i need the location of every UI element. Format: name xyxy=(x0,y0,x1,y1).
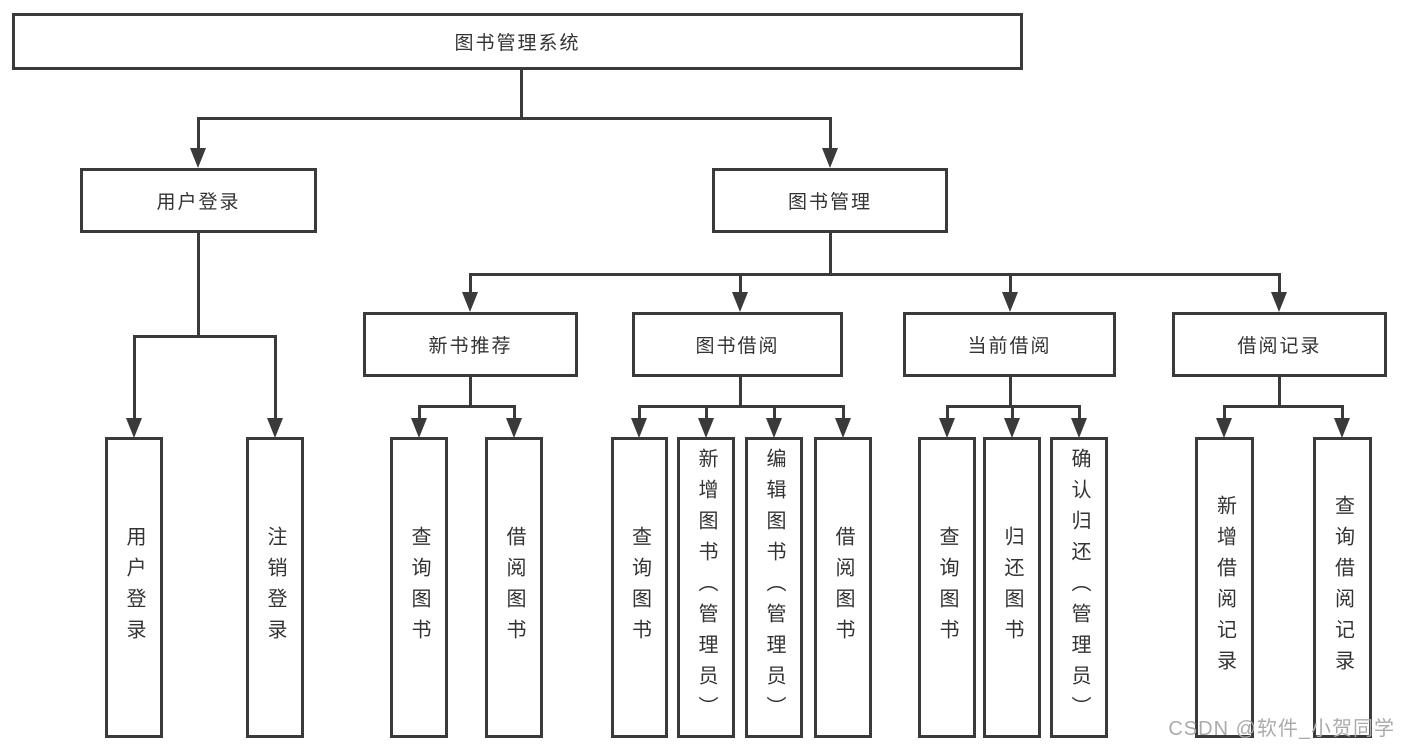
leaf-borrow-books-recommend: 借阅图书 xyxy=(485,437,543,738)
connector-line xyxy=(1222,405,1226,421)
leaf-borrow-books-borrowing: 借阅图书 xyxy=(814,437,872,738)
node-book-management-label: 图书管理 xyxy=(787,192,872,213)
arrow-down-icon xyxy=(1216,418,1232,438)
connector-line xyxy=(273,335,277,421)
leaf-user-login-label: 用户登录 xyxy=(123,525,145,650)
leaf-add-borrow-record-label: 新增借阅记录 xyxy=(1213,494,1236,681)
leaf-edit-book-admin-label: 编辑图书（管理员） xyxy=(763,448,785,727)
connector-line xyxy=(1277,273,1281,295)
arrow-down-icon xyxy=(631,418,647,438)
leaf-add-borrow-record: 新增借阅记录 xyxy=(1195,437,1254,738)
connector-line xyxy=(196,117,832,120)
leaf-query-borrow-record-label: 查询借阅记录 xyxy=(1331,494,1354,681)
node-book-borrowing: 图书借阅 xyxy=(632,312,843,377)
leaf-user-login: 用户登录 xyxy=(105,437,163,738)
node-book-borrowing-label: 图书借阅 xyxy=(695,336,780,357)
leaf-confirm-return-admin-label: 确认归还（管理员） xyxy=(1068,448,1090,727)
leaf-query-borrow-record: 查询借阅记录 xyxy=(1313,437,1372,738)
connector-line xyxy=(738,273,742,295)
node-root-label: 图书管理系统 xyxy=(454,33,581,54)
arrow-down-icon xyxy=(766,418,782,438)
node-root: 图书管理系统 xyxy=(12,13,1023,70)
arrow-down-icon xyxy=(411,418,427,438)
leaf-confirm-return-admin: 确认归还（管理员） xyxy=(1050,437,1108,738)
arrow-down-icon xyxy=(462,292,478,312)
connector-line xyxy=(519,70,523,117)
arrow-down-icon xyxy=(732,292,748,312)
connector-line xyxy=(417,405,421,421)
leaf-query-books-recommend: 查询图书 xyxy=(390,437,448,738)
connector-line xyxy=(637,405,641,421)
leaf-query-books-recommend-label: 查询图书 xyxy=(408,525,430,650)
arrow-down-icon xyxy=(1004,418,1020,438)
arrow-down-icon xyxy=(835,418,851,438)
connector-line xyxy=(738,377,742,407)
connector-line xyxy=(468,273,472,295)
connector-line xyxy=(841,405,845,421)
arrow-down-icon xyxy=(190,148,206,168)
leaf-return-books-label: 归还图书 xyxy=(1001,525,1023,650)
connector-line xyxy=(945,405,949,421)
arrow-down-icon xyxy=(939,418,955,438)
leaf-add-book-admin: 新增图书（管理员） xyxy=(677,437,735,738)
node-new-book-recommend: 新书推荐 xyxy=(363,312,578,377)
node-book-management: 图书管理 xyxy=(712,168,948,233)
node-current-borrowing: 当前借阅 xyxy=(903,312,1116,377)
leaf-query-books-borrowing-label: 查询图书 xyxy=(628,525,651,650)
arrow-down-icon xyxy=(1002,292,1018,312)
leaf-logout: 注销登录 xyxy=(246,437,304,738)
arrow-down-icon xyxy=(698,418,714,438)
leaf-logout-label: 注销登录 xyxy=(264,525,286,650)
arrow-down-icon xyxy=(267,418,283,438)
connector-line xyxy=(1008,273,1012,295)
leaf-edit-book-admin: 编辑图书（管理员） xyxy=(745,437,803,738)
connector-line xyxy=(1222,405,1344,408)
leaf-borrow-books-borrowing-label: 借阅图书 xyxy=(832,525,854,650)
arrow-down-icon xyxy=(126,418,142,438)
arrow-down-icon xyxy=(1071,418,1087,438)
leaf-borrow-books-recommend-label: 借阅图书 xyxy=(503,525,525,650)
connector-line xyxy=(1277,377,1281,407)
connector-line xyxy=(468,273,1281,276)
arrow-down-icon xyxy=(506,418,522,438)
arrow-down-icon xyxy=(1271,292,1287,312)
connector-line xyxy=(1077,405,1081,421)
node-borrowing-records-label: 借阅记录 xyxy=(1237,336,1322,357)
connector-line xyxy=(512,405,516,421)
connector-line xyxy=(196,117,200,151)
leaf-return-books: 归还图书 xyxy=(983,437,1041,738)
connector-line xyxy=(637,405,845,408)
connector-line xyxy=(704,405,708,421)
arrow-down-icon xyxy=(822,148,838,168)
connector-line xyxy=(828,117,832,151)
node-borrowing-records: 借阅记录 xyxy=(1172,312,1387,377)
connector-line xyxy=(828,233,832,273)
connector-line xyxy=(1008,377,1012,407)
connector-line xyxy=(772,405,776,421)
node-user-login: 用户登录 xyxy=(80,168,317,233)
connector-line xyxy=(468,377,472,407)
connector-line xyxy=(132,335,136,421)
watermark: CSDN @软件_小贺同学 xyxy=(1168,718,1395,740)
connector-line xyxy=(1010,405,1014,421)
connector-line xyxy=(132,335,277,338)
leaf-query-books-borrowing: 查询图书 xyxy=(611,437,668,738)
connector-line xyxy=(196,233,200,335)
connector-line xyxy=(1340,405,1344,421)
connector-line xyxy=(417,405,516,408)
leaf-add-book-admin-label: 新增图书（管理员） xyxy=(695,448,717,727)
node-new-book-recommend-label: 新书推荐 xyxy=(428,336,513,357)
node-user-login-label: 用户登录 xyxy=(156,192,241,213)
arrow-down-icon xyxy=(1334,418,1350,438)
leaf-query-books-current-label: 查询图书 xyxy=(936,525,958,650)
node-current-borrowing-label: 当前借阅 xyxy=(967,336,1052,357)
leaf-query-books-current: 查询图书 xyxy=(918,437,976,738)
